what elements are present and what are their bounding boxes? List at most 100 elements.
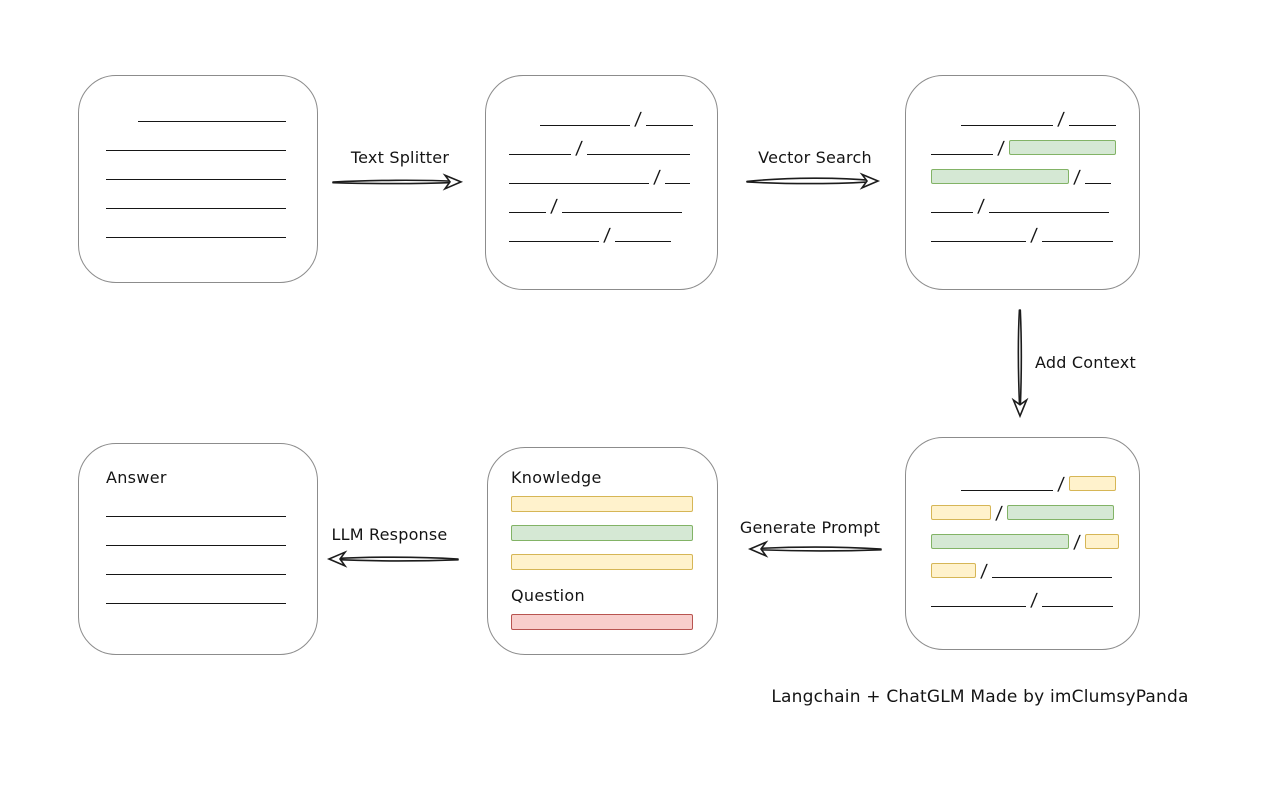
chunk-row	[106, 586, 317, 604]
chunk-row	[106, 133, 317, 151]
slash-separator: /	[602, 225, 612, 246]
chunk-row	[106, 499, 317, 517]
slash-separator: /	[1056, 474, 1066, 495]
text-line	[509, 183, 649, 184]
llm-response-arrow	[326, 550, 459, 568]
llm-response-label: LLM Response	[331, 525, 448, 544]
chunk-row: /	[931, 560, 1139, 582]
text-line	[931, 241, 1026, 242]
yellow-chunk	[1069, 476, 1117, 491]
text-splitter-label: Text Splitter	[350, 148, 450, 167]
split-chunk-rows: / / / / /	[486, 76, 717, 246]
text-line	[615, 241, 672, 242]
matched-chunk-rows: / / / / /	[906, 76, 1139, 246]
chunk-row: /	[509, 166, 717, 188]
chunk-row	[106, 162, 317, 180]
slash-separator: /	[549, 196, 559, 217]
green-chunk	[1007, 505, 1115, 520]
text-line	[931, 606, 1026, 607]
text-line	[1085, 183, 1112, 184]
knowledge-bars	[511, 496, 693, 570]
answer-lines	[106, 499, 317, 604]
text-line	[509, 212, 546, 213]
vector-search-arrow	[746, 172, 881, 190]
slash-separator: /	[633, 109, 643, 130]
yellow-chunk	[931, 505, 991, 520]
prompt-node: Knowledge Question	[487, 447, 718, 655]
slash-separator: /	[976, 196, 986, 217]
slash-separator: /	[1072, 167, 1082, 188]
chunk-row: /	[961, 473, 1139, 495]
document-lines	[79, 76, 317, 238]
chunk-row: /	[931, 166, 1139, 188]
yellow-chunk	[931, 563, 976, 578]
slash-separator: /	[574, 138, 584, 159]
chunk-row: /	[931, 224, 1139, 246]
text-line	[106, 574, 286, 575]
yellow-bar	[511, 496, 693, 512]
text-line	[1042, 241, 1114, 242]
split-chunks-node: / / / / /	[485, 75, 718, 290]
chunk-row: /	[509, 137, 717, 159]
chunk-row	[138, 104, 317, 122]
green-bar	[511, 525, 693, 541]
green-chunk	[1009, 140, 1117, 155]
green-chunk	[931, 169, 1069, 184]
text-line	[106, 237, 286, 238]
matched-chunks-node: / / / / /	[905, 75, 1140, 290]
text-line	[106, 179, 286, 180]
slash-separator: /	[979, 561, 989, 582]
text-line	[106, 603, 286, 604]
chunk-row: /	[509, 195, 717, 217]
chunk-row: /	[931, 137, 1139, 159]
text-line	[138, 121, 286, 122]
green-chunk	[931, 534, 1069, 549]
slash-separator: /	[994, 503, 1004, 524]
slash-separator: /	[1056, 109, 1066, 130]
text-line	[540, 125, 630, 126]
chunk-row: /	[961, 108, 1139, 130]
text-line	[989, 212, 1110, 213]
text-line	[931, 154, 993, 155]
add-context-arrow	[1011, 309, 1029, 419]
context-chunks-node: / / / / /	[905, 437, 1140, 650]
text-line	[961, 125, 1053, 126]
question-bars	[511, 614, 693, 630]
text-line	[106, 516, 286, 517]
generate-prompt-arrow	[747, 540, 882, 558]
text-line	[562, 212, 683, 213]
slash-separator: /	[1029, 225, 1039, 246]
chunk-row	[106, 557, 317, 575]
yellow-bar	[511, 554, 693, 570]
question-label: Question	[511, 586, 585, 605]
text-line	[992, 577, 1113, 578]
text-line	[1069, 125, 1117, 126]
text-line	[106, 208, 286, 209]
slash-separator: /	[1029, 590, 1039, 611]
slash-separator: /	[652, 167, 662, 188]
red-bar	[511, 614, 693, 630]
chunk-row: /	[509, 224, 717, 246]
chunk-row	[106, 528, 317, 546]
text-line	[961, 490, 1053, 491]
text-line	[106, 150, 286, 151]
text-line	[587, 154, 691, 155]
text-line	[509, 241, 599, 242]
text-line	[665, 183, 691, 184]
text-line	[1042, 606, 1114, 607]
yellow-chunk	[1085, 534, 1120, 549]
slash-separator: /	[996, 138, 1006, 159]
text-line	[646, 125, 694, 126]
answer-label: Answer	[106, 468, 167, 487]
slash-separator: /	[1072, 532, 1082, 553]
knowledge-label: Knowledge	[511, 468, 602, 487]
vector-search-label: Vector Search	[758, 148, 872, 167]
chunk-row: /	[540, 108, 717, 130]
chunk-row: /	[931, 502, 1139, 524]
text-line	[106, 545, 286, 546]
chunk-row: /	[931, 589, 1139, 611]
text-line	[509, 154, 571, 155]
text-splitter-arrow	[332, 173, 464, 191]
chunk-row	[106, 220, 317, 238]
add-context-label: Add Context	[1035, 353, 1136, 372]
